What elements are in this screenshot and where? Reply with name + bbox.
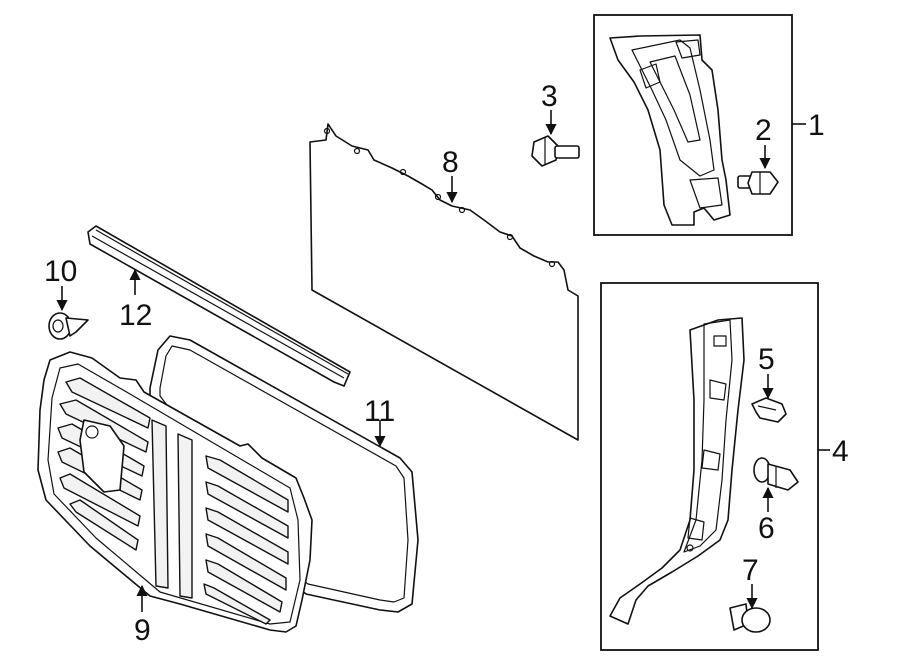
part-10-clip: [48, 312, 89, 340]
callout-12: 12: [119, 299, 152, 332]
part-9-panel: [37, 351, 313, 633]
callout-10: 10: [44, 255, 77, 288]
part-12-strip: [87, 225, 351, 387]
callout-1: 1: [808, 109, 825, 142]
callout-5: 5: [758, 343, 775, 376]
part-4-group-box: [600, 282, 819, 651]
part-4-lower-trim: [609, 317, 745, 625]
callout-11: 11: [364, 395, 395, 428]
callout-6: 6: [758, 512, 775, 545]
part-5-clip: [751, 397, 787, 423]
part-1-upper-trim: [609, 34, 731, 226]
callout-4: 4: [832, 435, 849, 468]
callout-2: 2: [755, 114, 772, 147]
callout-8: 8: [442, 146, 459, 179]
part-8-sheet: [309, 123, 579, 441]
part-1-group-box: [593, 14, 793, 236]
callout-3: 3: [541, 80, 558, 113]
part-6-pin: [753, 457, 799, 491]
callout-7: 7: [742, 554, 759, 587]
part-3-bolt: [531, 135, 580, 167]
part-2-bolt: [737, 171, 779, 195]
callout-9: 9: [134, 614, 151, 647]
part-7-cap: [729, 603, 771, 633]
